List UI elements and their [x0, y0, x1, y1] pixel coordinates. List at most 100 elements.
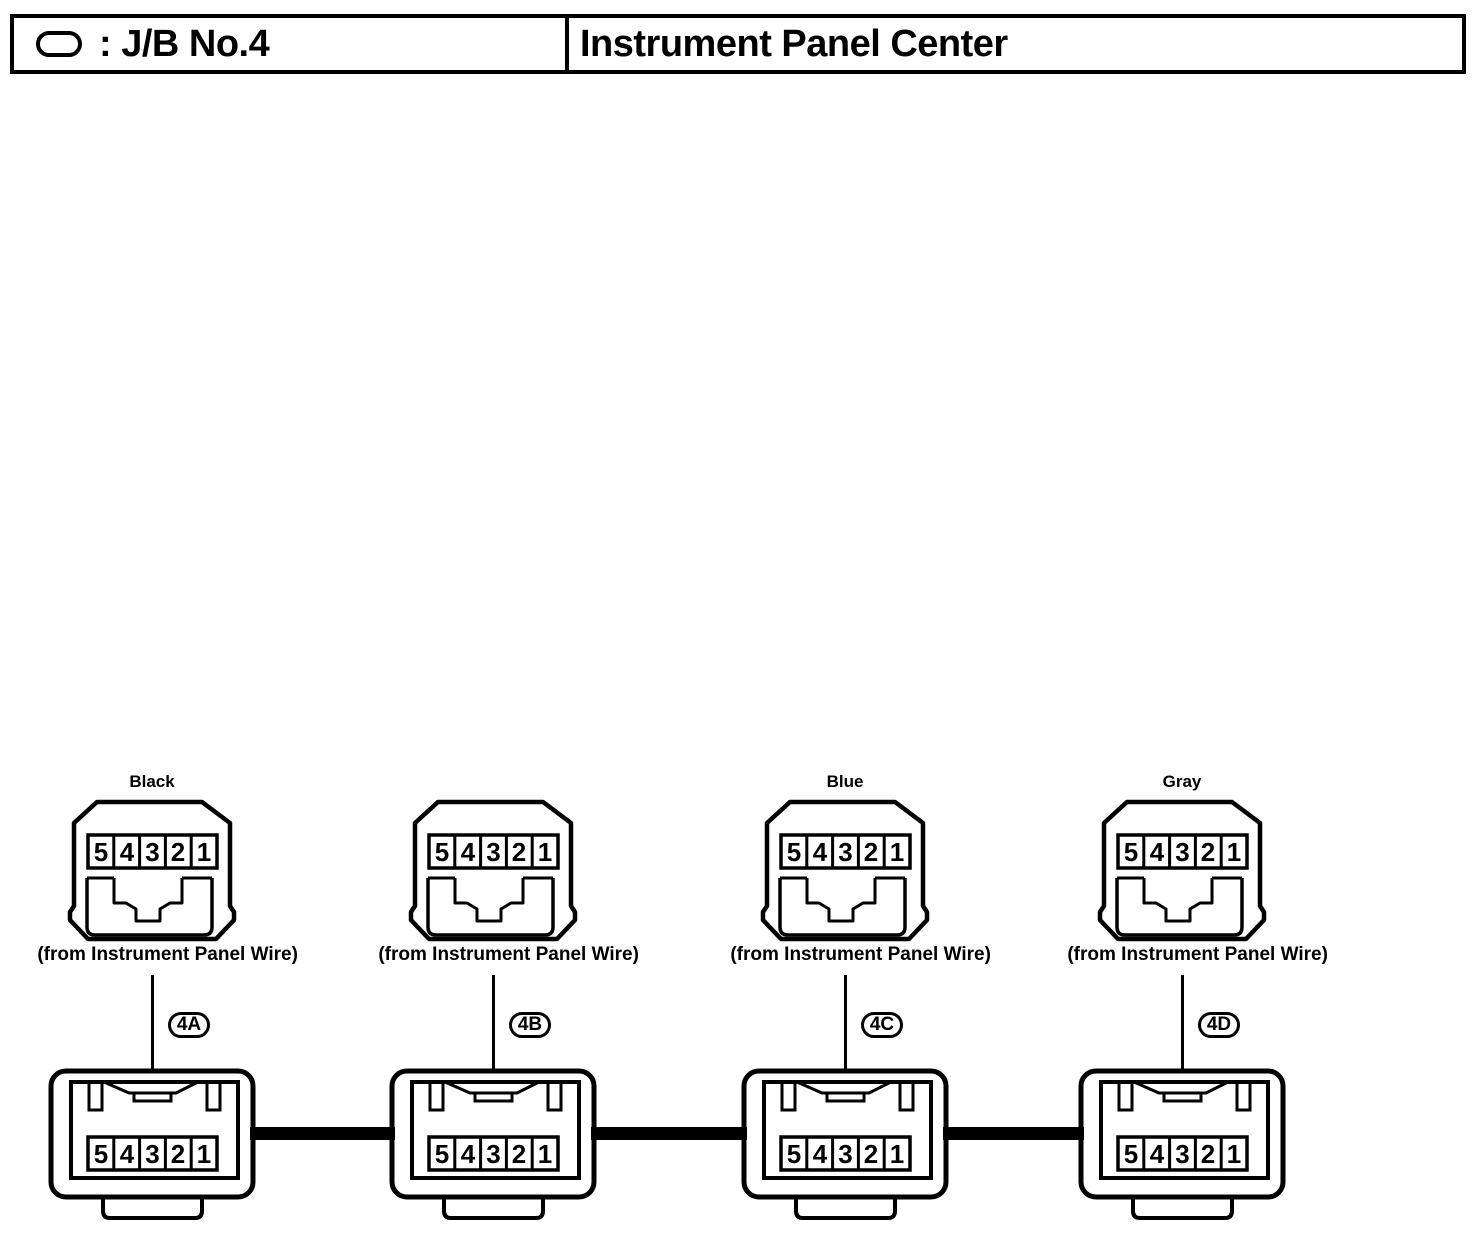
shroud-notch-right: [546, 1080, 563, 1112]
pin-number: 2: [171, 1139, 185, 1169]
connector-column-4c: Blue 5 4 3 2 1 (from Instrument Panel Wi…: [730, 772, 991, 1232]
connector-wire-line: [844, 975, 847, 1072]
connector-shell-outline: [67, 799, 237, 942]
junction-block-oval-icon: [36, 31, 82, 57]
wire-bus-bar: [943, 1127, 1084, 1140]
connector-bottom-tab: [794, 1197, 897, 1220]
pin-number: 5: [787, 837, 801, 867]
connector-shroud-outline: [762, 1080, 933, 1180]
legend-cell: : J/B No.4: [14, 18, 565, 70]
pin-number: 4: [813, 837, 828, 867]
connector-cavity-outline: [778, 878, 907, 937]
pin-number: 4: [120, 1139, 135, 1169]
connector-id: 4B: [517, 1014, 543, 1035]
pin-number: 2: [1201, 837, 1215, 867]
shroud-notch-left: [428, 1080, 445, 1112]
pin-number: 1: [1227, 1139, 1241, 1169]
connector-cavity-inner-outline: [805, 878, 877, 923]
pin-row: [779, 833, 912, 870]
connector-color-label: [388, 772, 598, 796]
pin-number: 2: [171, 837, 185, 867]
shroud-notch-left: [780, 1080, 797, 1112]
pin-dividers: [453, 835, 534, 868]
pin-number: 3: [486, 1139, 500, 1169]
connector-shell-outline: [1097, 799, 1267, 942]
pin-dividers: [112, 1137, 193, 1170]
pin-number: 3: [838, 837, 852, 867]
connector-column-4b: 5 4 3 2 1 (from Instrument Panel Wire) 4…: [378, 772, 639, 1232]
pin-number: 1: [538, 1139, 552, 1169]
connector-bottom-view-drawing: 5 4 3 2 1: [1078, 1068, 1286, 1220]
pin-number: 1: [197, 837, 211, 867]
connector-id: 4D: [1206, 1014, 1232, 1035]
shroud-key-lip: [473, 1091, 514, 1103]
connector-cavity-outline: [1115, 878, 1244, 937]
pin-dividers: [805, 1137, 886, 1170]
shroud-notch-left: [87, 1080, 104, 1112]
shroud-key-lip: [132, 1091, 173, 1103]
connector-top-view-drawing: 5 4 3 2 1: [408, 799, 578, 942]
pin-number: 3: [838, 1139, 852, 1169]
connector-wire-line: [151, 975, 154, 1072]
pin-number: 5: [94, 837, 108, 867]
pin-number: 4: [120, 837, 135, 867]
pin-row: [1116, 1135, 1249, 1172]
pin-row: [427, 1135, 560, 1172]
pin-number: 3: [1175, 837, 1189, 867]
pin-number: 4: [1150, 1139, 1165, 1169]
pin-number: 4: [813, 1139, 828, 1169]
connector-wire-line: [1181, 975, 1184, 1072]
connector-shroud-outline: [410, 1080, 581, 1180]
pin-number: 2: [864, 1139, 878, 1169]
connector-cavity-outline: [85, 878, 214, 937]
connector-bottom-view-drawing: 5 4 3 2 1: [741, 1068, 949, 1220]
pin-number: 1: [1227, 837, 1241, 867]
pin-number: 2: [512, 837, 526, 867]
shroud-key-lip: [825, 1091, 866, 1103]
pin-number: 5: [1124, 1139, 1138, 1169]
pin-number: 2: [864, 837, 878, 867]
pin-number: 5: [787, 1139, 801, 1169]
connector-column-4a: Black 5 4 3 2 1 (from Instrument Panel W…: [37, 772, 298, 1232]
pin-dividers: [805, 835, 886, 868]
pin-number: 1: [197, 1139, 211, 1169]
connector-id: 4A: [176, 1014, 202, 1035]
pin-row: [86, 1135, 219, 1172]
connector-id-badge: 4C: [861, 1012, 903, 1038]
pin-number: 4: [1150, 837, 1165, 867]
wire-bus-bar: [591, 1127, 747, 1140]
page-title: Instrument Panel Center: [580, 22, 1008, 65]
pin-row: [1116, 833, 1249, 870]
pin-number: 5: [435, 1139, 449, 1169]
connector-top-view-drawing: 5 4 3 2 1: [760, 799, 930, 942]
pin-dividers: [1142, 835, 1223, 868]
wire-bus-bar: [250, 1127, 395, 1140]
connector-color-label: Blue: [826, 772, 864, 791]
pin-number: 3: [1175, 1139, 1189, 1169]
connector-cavity-inner-outline: [453, 878, 525, 923]
connector-shell-outline: [408, 799, 578, 942]
pin-number: 4: [461, 837, 476, 867]
connector-color-label: Gray: [1162, 772, 1202, 791]
title-cell: Instrument Panel Center: [565, 18, 1462, 70]
source-note: (from Instrument Panel Wire): [378, 944, 639, 965]
connector-cavity-inner-outline: [1142, 878, 1214, 923]
pin-dividers: [112, 835, 193, 868]
connector-id-badge: 4B: [509, 1012, 551, 1038]
source-note: (from Instrument Panel Wire): [37, 944, 298, 965]
shroud-notch-right: [1235, 1080, 1252, 1112]
connector-bottom-tab: [442, 1197, 545, 1220]
legend-label: : J/B No.4: [99, 22, 270, 65]
pin-number: 5: [435, 837, 449, 867]
pin-number: 4: [461, 1139, 476, 1169]
pin-dividers: [453, 1137, 534, 1170]
source-note: (from Instrument Panel Wire): [730, 944, 991, 965]
shroud-notch-right: [205, 1080, 222, 1112]
connector-top-view-drawing: 5 4 3 2 1: [67, 799, 237, 942]
shroud-key-lip: [1162, 1091, 1203, 1103]
pin-number: 3: [145, 837, 159, 867]
connector-bottom-view-drawing: 5 4 3 2 1: [48, 1068, 256, 1220]
pin-number: 5: [1124, 837, 1138, 867]
pin-number: 1: [538, 837, 552, 867]
